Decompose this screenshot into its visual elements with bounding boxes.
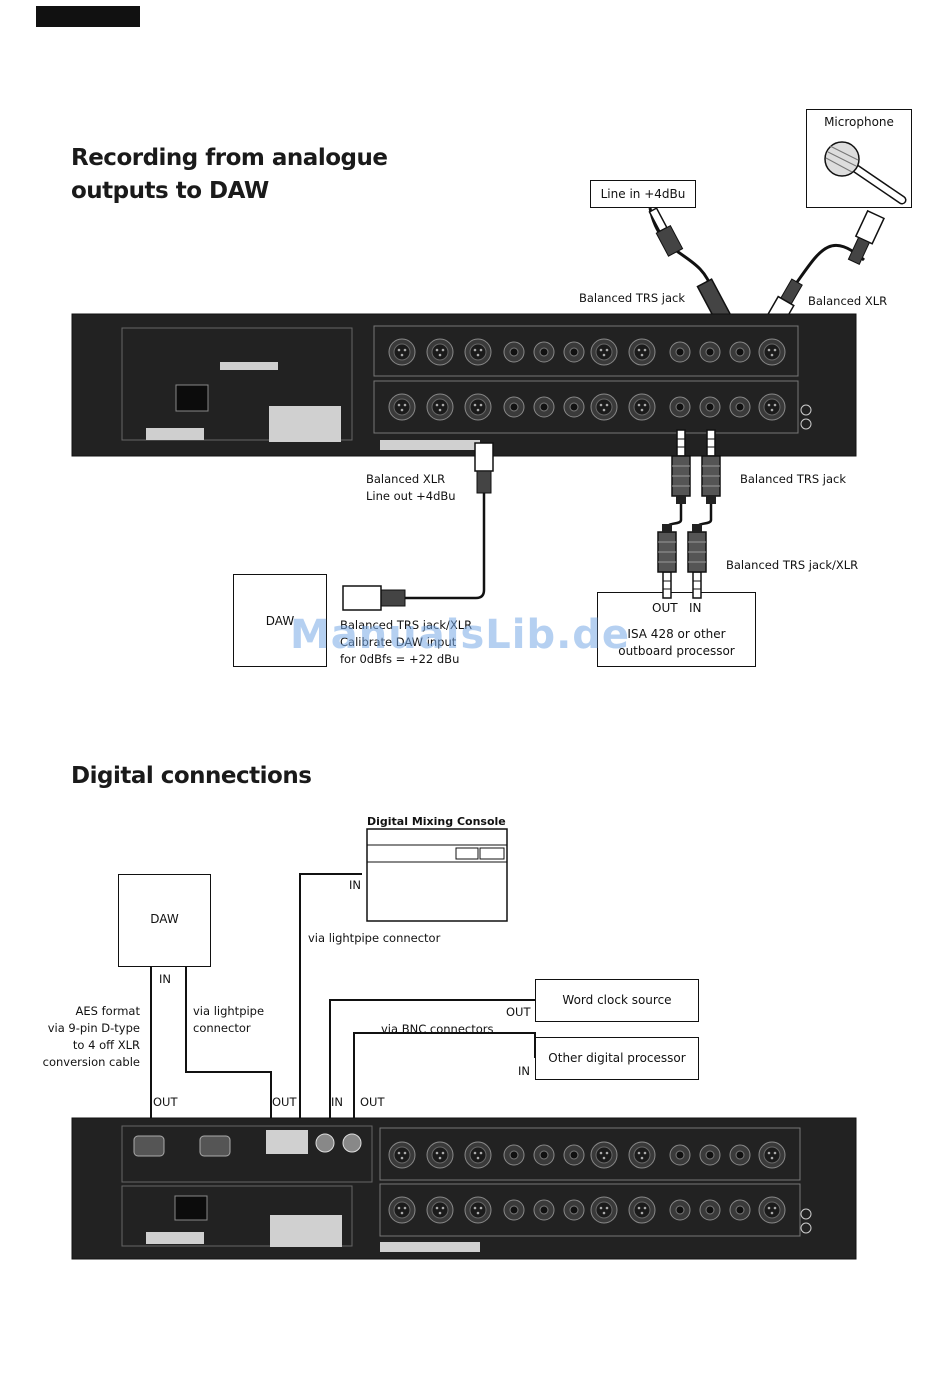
word-clock-box: Word clock source bbox=[535, 979, 699, 1022]
lightpipe-text-2: connector bbox=[193, 1021, 251, 1035]
rear-panel-analogue bbox=[71, 313, 857, 457]
label-balanced-xlr-top: Balanced XLR bbox=[808, 294, 888, 308]
section-title-digital: Digital connections bbox=[71, 763, 312, 789]
other-processor-label: Other digital processor bbox=[548, 1051, 686, 1065]
label-balanced-xlr-out-1: Balanced XLR bbox=[366, 472, 446, 486]
page-tab-marker bbox=[36, 6, 140, 27]
port-out-2: OUT bbox=[272, 1095, 297, 1109]
microphone-icon bbox=[824, 141, 907, 205]
daw-note-1: Balanced TRS jack/XLR bbox=[340, 618, 473, 632]
label-balanced-xlr-out-2: Line out +4dBu bbox=[366, 489, 456, 503]
console-in-label: IN bbox=[349, 878, 361, 892]
daw-note-3: for 0dBfs = +22 dBu bbox=[340, 652, 460, 666]
label-balanced-trs-top: Balanced TRS jack bbox=[579, 291, 686, 305]
processor-line-1: ISA 428 or other bbox=[627, 627, 726, 641]
daw-label-digital: DAW bbox=[150, 912, 179, 926]
other-processor-box: Other digital processor bbox=[535, 1037, 699, 1080]
label-trs-right: Balanced TRS jack bbox=[740, 472, 847, 486]
aes-text-4: conversion cable bbox=[42, 1055, 140, 1069]
line-in-plug-icon bbox=[648, 207, 684, 257]
watermark: ManualsLib.de bbox=[290, 612, 631, 658]
daw-label-analogue: DAW bbox=[265, 614, 295, 628]
line-in-cable bbox=[648, 207, 714, 291]
aes-text-3: to 4 off XLR bbox=[72, 1038, 140, 1052]
line-in-box: Line in +4dBu bbox=[590, 180, 696, 208]
digital-wiring bbox=[150, 873, 536, 1118]
xlr-plug-mic-icon bbox=[847, 209, 885, 265]
daw-box-digital: DAW bbox=[118, 874, 211, 967]
section-title-analogue: Recording from analogue outputs to DAW bbox=[71, 145, 388, 204]
processor-line-2: outboard processor bbox=[618, 644, 735, 658]
daw-note-2: Calibrate DAW input bbox=[340, 635, 457, 649]
xlr-out-cable bbox=[342, 442, 494, 611]
daw-in-label: IN bbox=[159, 972, 171, 986]
digital-mixing-console-icon bbox=[366, 828, 508, 922]
label-trs-xlr-right: Balanced TRS jack/XLR bbox=[726, 558, 859, 572]
via-lightpipe-connector-label: via lightpipe connector bbox=[308, 931, 441, 945]
aes-text-2: via 9-pin D-type bbox=[47, 1021, 140, 1035]
trs-jacks-to-processor bbox=[657, 429, 721, 599]
port-in: IN bbox=[331, 1095, 343, 1109]
mixing-console-label: Digital Mixing Console bbox=[367, 815, 506, 828]
line-in-label: Line in +4dBu bbox=[600, 187, 686, 201]
outboard-processor-box: OUT IN ISA 428 or other outboard process… bbox=[597, 592, 756, 667]
port-out-3: OUT bbox=[360, 1095, 385, 1109]
word-clock-label: Word clock source bbox=[562, 993, 672, 1007]
other-processor-in-label: IN bbox=[518, 1064, 530, 1078]
aes-text-1: AES format bbox=[75, 1004, 140, 1018]
rear-panel-digital bbox=[71, 1117, 857, 1260]
word-clock-out-label: OUT bbox=[506, 1005, 531, 1019]
daw-box-analogue: DAW bbox=[233, 574, 327, 667]
lightpipe-text-1: via lightpipe bbox=[193, 1004, 265, 1018]
port-out-1: OUT bbox=[153, 1095, 178, 1109]
processor-ports: OUT IN bbox=[652, 601, 702, 615]
microphone-label: Microphone bbox=[824, 115, 894, 129]
